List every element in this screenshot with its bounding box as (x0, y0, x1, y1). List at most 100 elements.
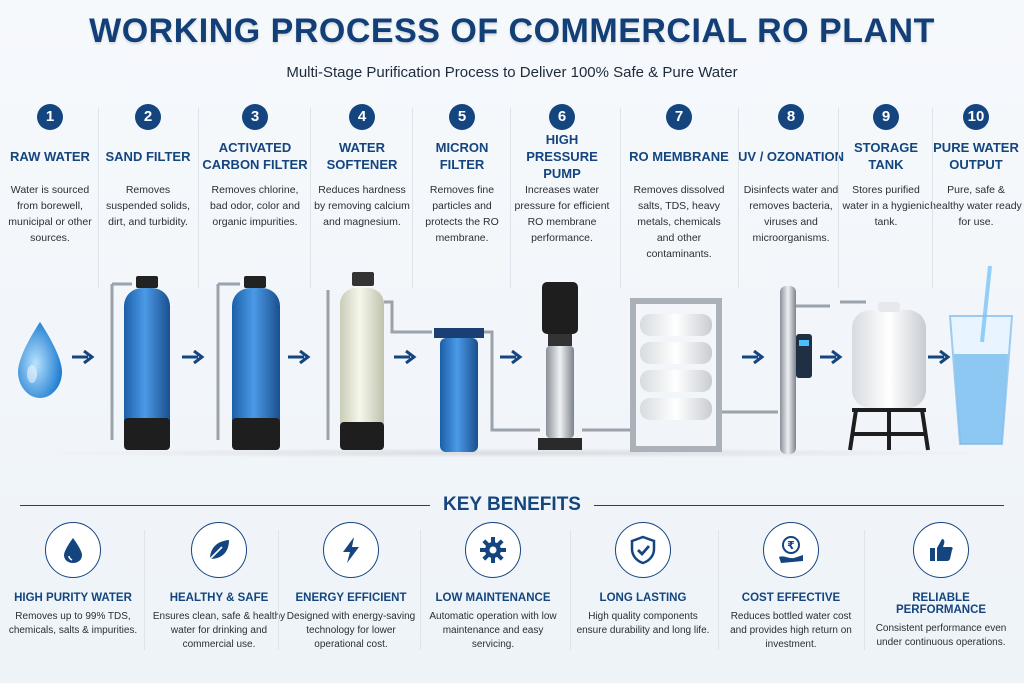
column-divider (738, 108, 739, 288)
benefit-title: HIGH PURITY WATER (14, 592, 132, 604)
step-title: STORAGE TANK (853, 140, 919, 172)
step-title: SAND FILTER (105, 148, 191, 164)
column-divider (838, 108, 839, 288)
step-number: 4 (349, 104, 375, 130)
column-divider (98, 108, 99, 288)
step-description: Removes suspended solids, dirt, and turb… (105, 184, 191, 228)
benefit-divider (864, 530, 865, 650)
thumbs-up-icon (930, 539, 953, 561)
step-number: 3 (242, 104, 268, 130)
benefit-icon-circle (465, 522, 521, 578)
column-divider (198, 108, 199, 288)
benefit-divider (420, 530, 421, 650)
benefit-description: Consistent performance even under contin… (875, 623, 1007, 648)
water-drop-icon (64, 538, 82, 563)
benefit-icon-circle (615, 522, 671, 578)
rupee-hand-icon: ₹ (779, 536, 803, 563)
water-drop-icon (18, 322, 62, 398)
step-micron-filter: 5 MICRON FILTER Removes fine particles a… (412, 104, 512, 246)
ro-membrane-illustration (630, 298, 778, 452)
step-description: Water is sourced from borewell, municipa… (8, 184, 92, 244)
step-title: WATER SOFTENER (326, 140, 398, 172)
step-title: HIGH PRESSURE PUMP (526, 131, 598, 181)
benefit-divider (718, 530, 719, 650)
uv-sterilizer-illustration (780, 286, 830, 454)
flow-arrow (820, 350, 844, 364)
flow-arrow (72, 350, 96, 364)
benefit-description: Designed with energy-saving technology f… (286, 611, 416, 650)
benefit-long-lasting: LONG LASTING High quality components ens… (570, 522, 716, 638)
step-number: 6 (549, 104, 575, 130)
benefits-divider-left (20, 505, 430, 506)
page-title: WORKING PROCESS OF COMMERCIAL RO PLANT (89, 12, 935, 50)
step-description: Stores purified water in a hygienic tank… (842, 184, 930, 228)
step-ro-membrane: 7 RO MEMBRANE Removes dissolved salts, T… (626, 104, 732, 262)
step-title: RO MEMBRANE (629, 148, 729, 164)
step-description: Pure, safe & healthy water ready for use… (930, 184, 1022, 228)
step-number: 5 (449, 104, 475, 130)
step-title: RAW WATER (10, 148, 90, 164)
benefit-description: Ensures clean, safe & healthy water for … (152, 611, 286, 650)
shield-check-icon (630, 535, 656, 565)
benefit-description: Reduces bottled water cost and provides … (730, 611, 852, 650)
flow-arrow (500, 350, 524, 364)
step-title: ACTIVATED CARBON FILTER (202, 140, 308, 172)
benefit-reliable-performance: RELIABLE PERFORMANCE Consistent performa… (866, 522, 1016, 650)
benefit-title: RELIABLE PERFORMANCE (895, 592, 987, 616)
benefits-heading: KEY BENEFITS (443, 494, 581, 515)
benefit-healthy-safe: HEALTHY & SAFE Ensures clean, safe & hea… (146, 522, 292, 652)
equipment-illustrations (18, 265, 1014, 454)
water-softener-illustration (326, 272, 432, 450)
benefit-title: HEALTHY & SAFE (169, 592, 269, 604)
sand-filter-illustration (110, 276, 170, 450)
benefit-cost-effective: ₹ COST EFFECTIVE Reduces bottled water c… (718, 522, 864, 652)
flow-arrow (288, 350, 312, 364)
step-activated-carbon: 3 ACTIVATED CARBON FILTER Removes chlori… (200, 104, 310, 230)
benefit-divider (570, 530, 571, 650)
benefit-low-maintenance: LOW MAINTENANCE Automatic operation with… (420, 522, 566, 652)
benefit-title: ENERGY EFFICIENT (295, 592, 407, 604)
step-number: 7 (666, 104, 692, 130)
benefit-icon-circle: ₹ (763, 522, 819, 578)
micron-filter-illustration (434, 328, 540, 452)
benefit-icon-circle (45, 522, 101, 578)
benefit-icon-circle (191, 522, 247, 578)
step-description: Reduces hardness by removing calcium and… (314, 184, 410, 228)
benefit-description: High quality components ensure durabilit… (576, 611, 710, 636)
step-uv-ozonation: 8 UV / OZONATION Disinfects water and re… (738, 104, 844, 246)
flow-arrow (928, 350, 952, 364)
column-divider (620, 108, 621, 288)
leaf-icon (209, 540, 229, 560)
water-glass-illustration (948, 265, 1014, 445)
column-divider (932, 108, 933, 288)
process-steps: 1 RAW WATER Water is sourced from borewe… (0, 104, 1024, 274)
step-number: 1 (37, 104, 63, 130)
step-title: MICRON FILTER (435, 140, 489, 172)
benefit-divider (144, 530, 145, 650)
column-divider (310, 108, 311, 288)
step-number: 9 (873, 104, 899, 130)
column-divider (510, 108, 511, 288)
flow-arrow (394, 350, 418, 364)
step-description: Increases water pressure for efficient R… (514, 184, 610, 244)
step-pure-water-output: 10 PURE WATER OUTPUT Pure, safe & health… (928, 104, 1024, 230)
carbon-filter-illustration (216, 276, 280, 450)
step-title: UV / OZONATION (738, 148, 844, 164)
step-description: Disinfects water and removes bacteria, v… (743, 184, 839, 244)
storage-tank-illustration (840, 300, 930, 451)
benefit-title: COST EFFECTIVE (741, 592, 841, 604)
flow-arrow (182, 350, 206, 364)
lightning-icon (343, 537, 359, 563)
step-description: Removes chlorine, bad odor, color and or… (210, 184, 300, 228)
floor-shadow (20, 448, 1010, 458)
page-subtitle: Multi-Stage Purification Process to Deli… (286, 64, 738, 81)
benefit-high-purity: HIGH PURITY WATER Removes up to 99% TDS,… (0, 522, 146, 638)
step-storage-tank: 9 STORAGE TANK Stores purified water in … (838, 104, 934, 230)
benefit-title: LOW MAINTENANCE (435, 592, 551, 604)
benefit-description: Removes up to 99% TDS, chemicals, salts … (8, 611, 138, 636)
step-number: 2 (135, 104, 161, 130)
benefits-divider-right (594, 505, 1004, 506)
gear-icon (480, 537, 506, 563)
flow-arrow (742, 350, 766, 364)
benefit-icon-circle (913, 522, 969, 578)
